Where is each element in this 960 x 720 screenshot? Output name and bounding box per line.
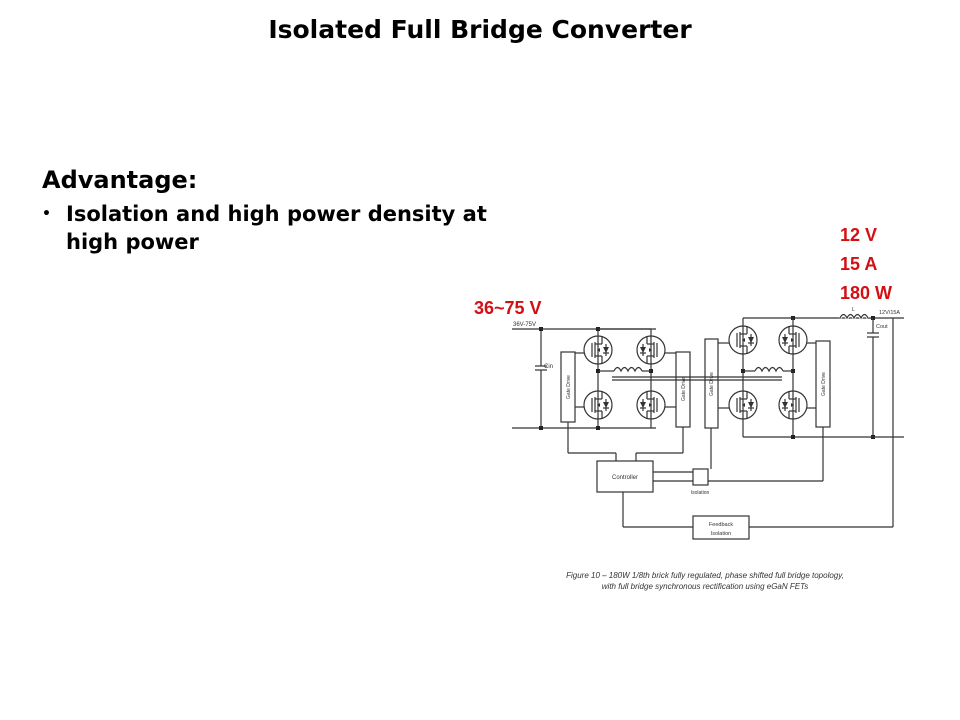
isolation-label: Isolation <box>691 490 710 496</box>
caption-line-2: with full bridge synchronous rectificati… <box>601 582 809 591</box>
bullet-icon: • <box>42 206 51 222</box>
caption-line-1: Figure 10 – 180W 1/8th brick fully regul… <box>566 571 844 580</box>
output-voltage-label: 12 V <box>840 225 878 245</box>
controller-label: Controller <box>612 475 638 481</box>
isolation-block <box>692 468 709 486</box>
gate-drive-label: Gate Drive <box>709 372 715 396</box>
output-inductor-label: L <box>852 307 855 313</box>
gate-drive-label: Gate Drive <box>566 375 572 399</box>
bullet-list: • Isolation and high power density at hi… <box>42 200 532 256</box>
feedback-label-line2: Isolation <box>711 531 732 537</box>
advantage-heading: Advantage: <box>42 166 198 194</box>
figure-caption: Figure 10 – 180W 1/8th brick fully regul… <box>560 570 850 592</box>
slide-title: Isolated Full Bridge Converter <box>268 15 692 44</box>
primary-inductor <box>613 366 643 373</box>
cout-label: Cout <box>876 324 888 330</box>
output-power-label: 180 W <box>840 283 893 303</box>
output-current-label: 15 A <box>840 254 878 274</box>
secondary-inductor <box>754 366 784 373</box>
bullet-text: Isolation and high power density at high… <box>66 202 487 254</box>
gate-drive-label: Gate Drive <box>821 372 827 396</box>
output-rail-label: 12V/15A <box>879 310 900 316</box>
bullet-item: • Isolation and high power density at hi… <box>42 200 532 256</box>
input-voltage-label: 36~75 V <box>474 298 542 318</box>
controller-block <box>596 460 654 493</box>
feedback-label-line1: Feedback <box>709 522 733 528</box>
input-rail-label: 36V-75V <box>513 322 536 328</box>
cin-label: Cin <box>544 364 553 370</box>
gate-drive-label: Gate Drive <box>681 377 687 401</box>
output-inductor <box>839 313 869 320</box>
